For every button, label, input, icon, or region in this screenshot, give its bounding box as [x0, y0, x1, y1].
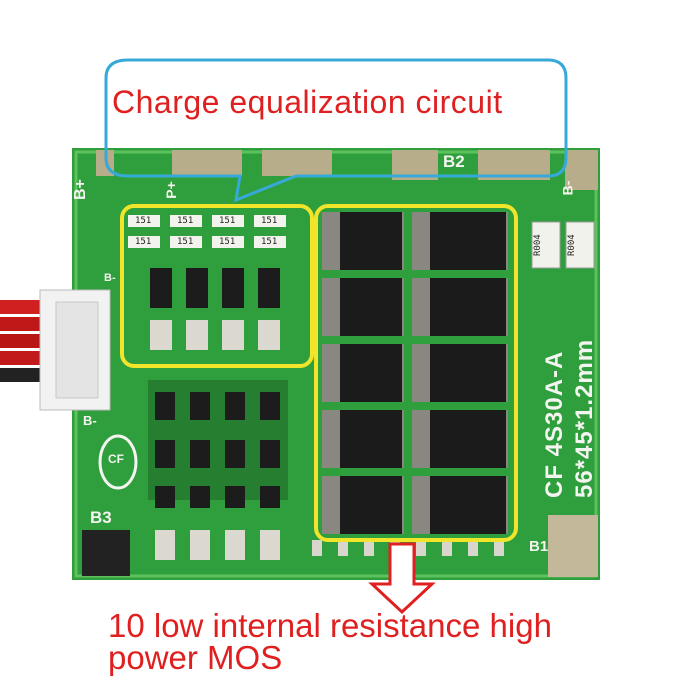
highlight-equalization-area: [120, 204, 314, 368]
resistor-code: 151: [261, 216, 278, 226]
mosfet-array: [322, 212, 508, 534]
equalization-callout-text: Charge equalization circuit: [112, 84, 503, 120]
silk-label-b-minus-small: B-: [104, 272, 116, 284]
sense-resistor: [565, 221, 595, 269]
silk-label-b1: B1: [529, 538, 549, 555]
mos-callout-line2: power MOS: [108, 639, 283, 676]
sense-resistor-code: R004: [533, 234, 543, 256]
sense-resistor-code: R004: [567, 234, 577, 256]
cf-logo-icon: [98, 434, 138, 490]
silk-logo-text: CF: [108, 452, 124, 466]
resistor-code: 151: [135, 237, 152, 247]
mosfet: [322, 278, 404, 336]
silk-label-b-plus: B+: [72, 179, 89, 200]
solder-pad: [82, 530, 130, 576]
silk-label-b-minus: B-: [83, 413, 97, 428]
wire-harness: [0, 289, 111, 411]
solder-pad: [172, 150, 242, 176]
mosfet: [322, 410, 404, 468]
silk-label-p-plus: P+: [162, 181, 179, 199]
solder-pad: [565, 150, 598, 190]
pcb-model-text: CF 4S30A-A 56*45*1.2mm: [540, 339, 600, 498]
mosfet: [412, 476, 508, 534]
down-arrow-icon: [368, 542, 436, 615]
mosfet: [412, 344, 508, 402]
mos-callout-line1: 10 low internal resistance high: [108, 607, 552, 644]
resistor-code: 151: [219, 216, 236, 226]
resistor-code: 151: [219, 237, 236, 247]
solder-pad: [548, 515, 598, 577]
sense-resistor: [531, 221, 561, 269]
mosfet: [412, 278, 508, 336]
mosfet: [412, 212, 508, 270]
silk-label-b2: B2: [443, 152, 465, 171]
pcb-model-line2: 56*45*1.2mm: [571, 338, 598, 498]
highlight-mos-area: [314, 204, 518, 542]
balance-components: [128, 215, 288, 560]
mosfet: [322, 476, 404, 534]
mosfet: [412, 410, 508, 468]
resistor-code: 151: [135, 216, 152, 226]
silk-label-b3: B3: [90, 508, 112, 527]
mos-callout-text: 10 low internal resistance high power MO…: [108, 607, 552, 676]
mosfet: [322, 344, 404, 402]
resistor-code: 151: [177, 216, 194, 226]
resistor-code: 151: [177, 237, 194, 247]
resistor-code: 151: [261, 237, 278, 247]
solder-pad: [262, 150, 332, 176]
callout-bubble: [104, 58, 568, 203]
silk-label-b-minus-right: B-: [559, 180, 576, 196]
mosfet: [322, 212, 404, 270]
pcb-model-line1: CF 4S30A-A: [541, 350, 568, 498]
